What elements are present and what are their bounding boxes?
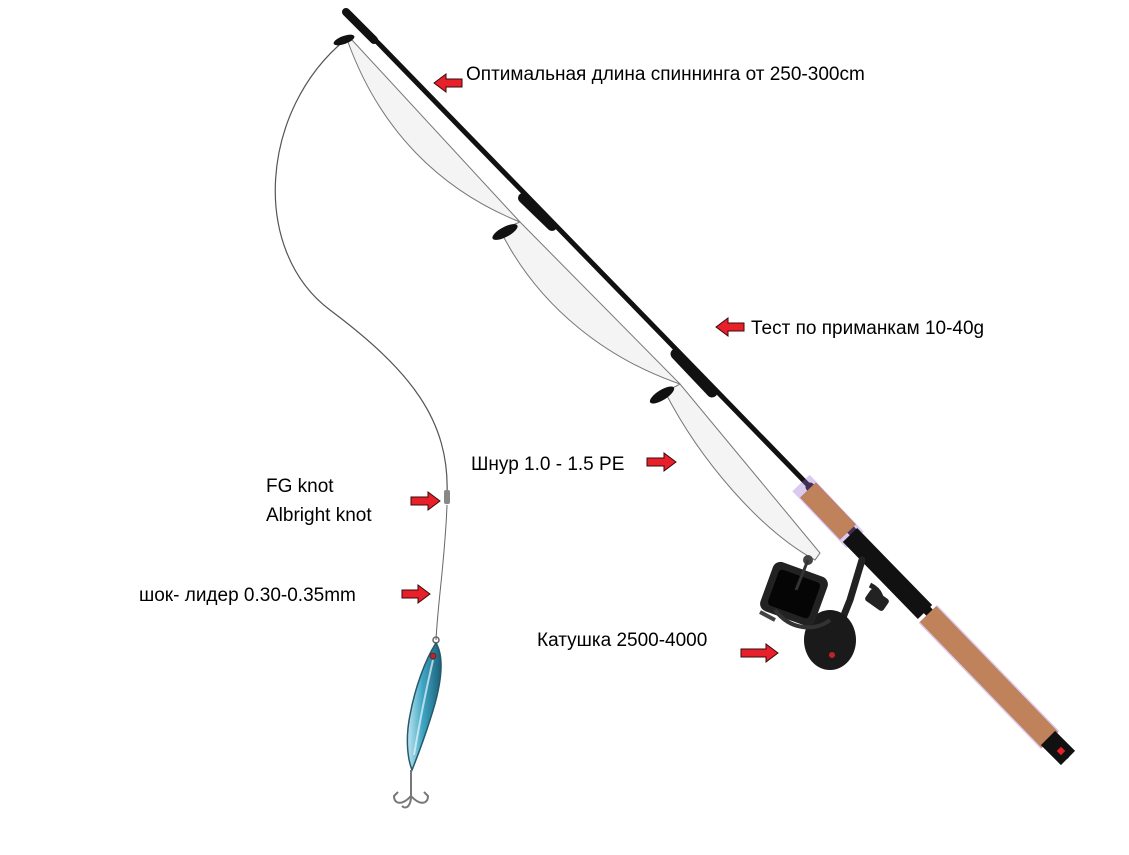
spinning-reel	[759, 555, 889, 670]
reel-label: Катушка 2500-4000	[537, 630, 708, 651]
arrow-icon-reel	[740, 643, 779, 663]
fishing-rod	[333, 8, 1076, 766]
arrow-icons	[401, 73, 779, 663]
rod-length-label: Оптимальная длина спиннинга от 250-300cm	[466, 64, 865, 85]
line-guide-sections	[347, 39, 821, 561]
arrow-icon-knot	[410, 491, 441, 511]
metal-jig-lure	[406, 636, 442, 773]
arrow-icon-lure-test	[715, 317, 745, 337]
albright-knot-label: Albright knot	[266, 505, 372, 526]
arrow-icon-rod-length	[433, 73, 463, 93]
fg-knot-label: FG knot	[266, 476, 334, 497]
shock-leader-line	[435, 504, 448, 641]
shock-leader-label: шок- лидер 0.30-0.35mm	[139, 585, 356, 606]
arrow-icon-leader	[401, 584, 431, 604]
lure-test-label: Тест по приманкам 10-40g	[751, 318, 985, 339]
knot-marker	[444, 490, 450, 504]
braid-line-label: Шнур 1.0 - 1.5 PE	[471, 454, 625, 475]
treble-hook	[392, 770, 430, 809]
braid-line	[274, 39, 448, 496]
arrow-icon-braid-line	[646, 452, 677, 472]
